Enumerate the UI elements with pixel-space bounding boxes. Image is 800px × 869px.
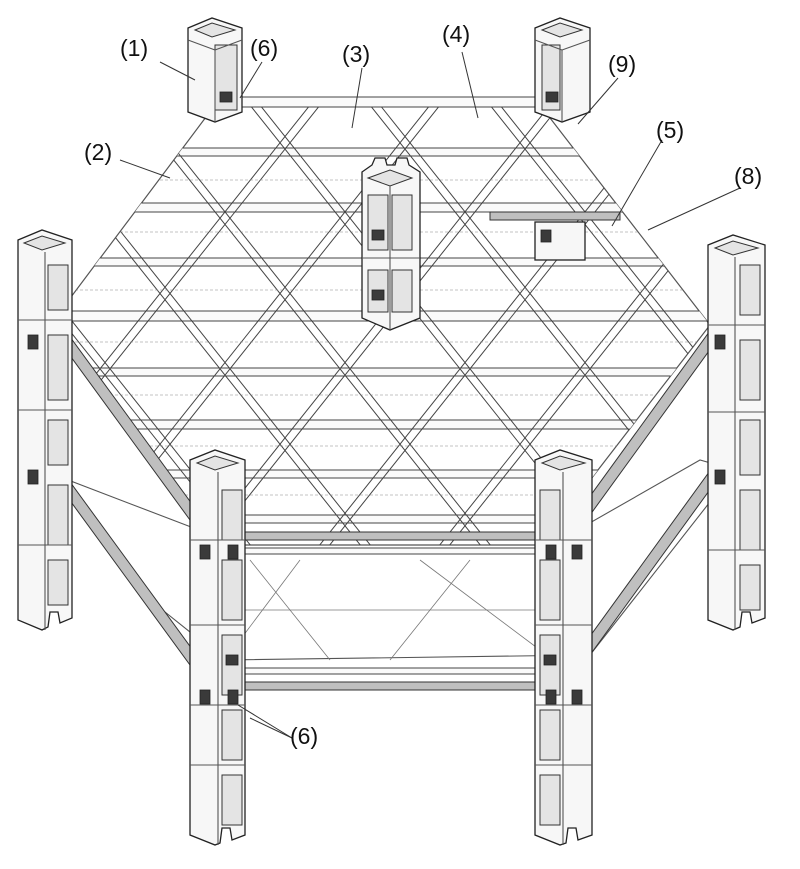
label-1: (1) xyxy=(120,35,148,61)
inner-beam xyxy=(489,211,621,221)
column-back-left xyxy=(187,17,243,123)
label-2: (2) xyxy=(84,139,112,165)
front-beam-upper xyxy=(239,531,541,541)
label-4: (4) xyxy=(442,21,470,47)
front-beam-lower xyxy=(239,681,541,691)
column-front-right xyxy=(534,449,593,846)
column-back-right-lower xyxy=(534,221,586,261)
label-6-top: (6) xyxy=(250,35,278,61)
leader-lines xyxy=(119,51,741,739)
label-8: (8) xyxy=(734,163,762,189)
callout-labels: (1) (6) (3) (4) (9) (2) (5) (8) (6) xyxy=(84,21,762,749)
label-9: (9) xyxy=(608,51,636,77)
column-front-left xyxy=(189,449,246,846)
label-3: (3) xyxy=(342,41,370,67)
label-5: (5) xyxy=(656,117,684,143)
column-center xyxy=(361,157,421,331)
column-left xyxy=(17,229,73,631)
column-back-right xyxy=(534,17,591,123)
back-beam xyxy=(239,96,541,108)
label-6-bottom: (6) xyxy=(290,723,318,749)
column-right xyxy=(707,234,766,631)
